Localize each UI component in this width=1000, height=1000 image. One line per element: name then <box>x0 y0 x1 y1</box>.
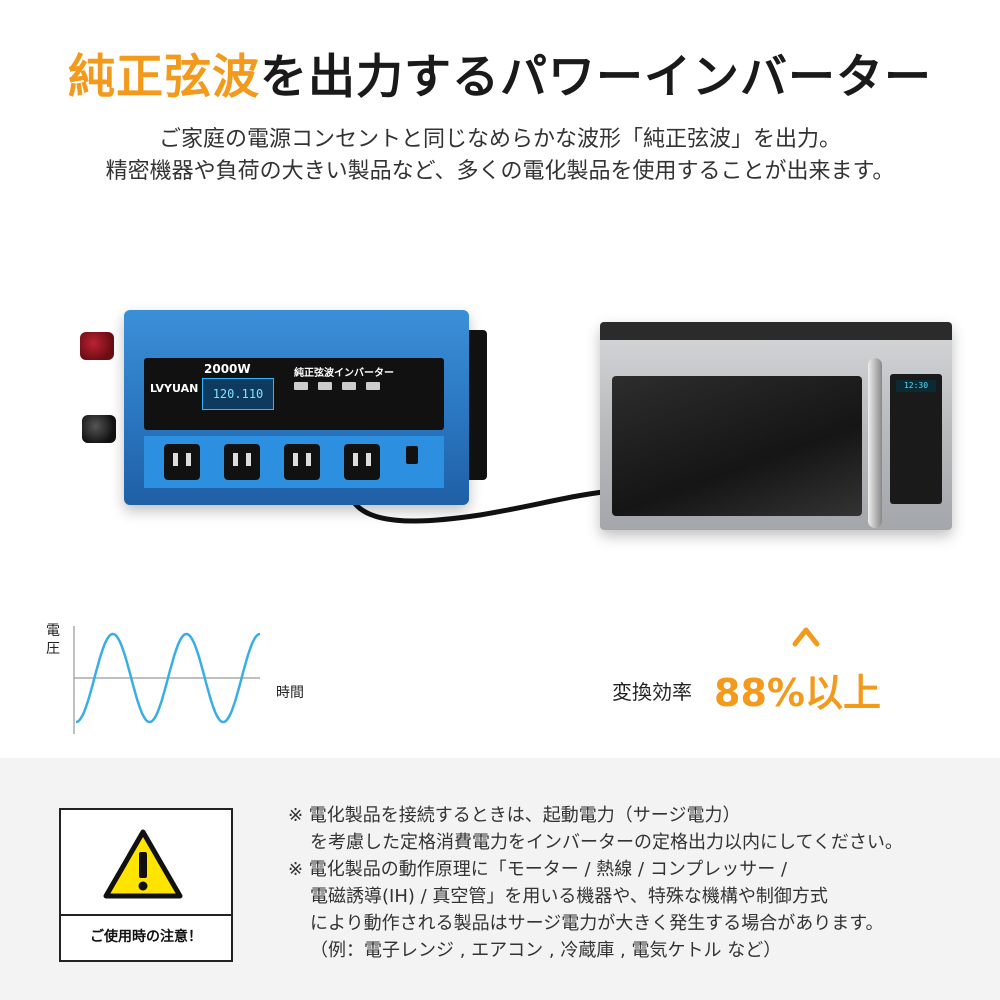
efficiency-label: 変換効率 <box>612 680 692 704</box>
notice-line: （例：電子レンジ , エアコン , 冷蔵庫 , 電気ケトル など） <box>310 940 782 961</box>
inverter-label: 純正弦波インバーター <box>294 368 394 379</box>
microwave-keypad <box>890 374 942 504</box>
inverter-wattage: 2000W <box>204 362 251 376</box>
ac-outlet-icon <box>164 444 200 480</box>
caret-up-icon <box>792 627 820 647</box>
notice-line: 電磁誘導(IH) / 真空管」を用いる機器や、特殊な機構や制御方式 <box>310 886 828 907</box>
efficiency-block: 変換効率 88%以上 <box>612 627 912 715</box>
ac-outlet-icon <box>344 444 380 480</box>
microwave: 12:30 <box>600 322 952 530</box>
notice-box: ご使用時の注意！ <box>59 808 233 962</box>
notice-divider <box>61 914 231 916</box>
usb-port-icon <box>342 382 356 390</box>
positive-terminal <box>80 332 114 360</box>
notice-line: により動作される製品はサージ電力が大きく発生する場合があります。 <box>310 913 884 934</box>
power-switch-icon <box>406 446 418 464</box>
usb-port-icon <box>318 382 332 390</box>
notice-line: ※ 電化製品の動作原理に「モーター / 熱線 / コンプレッサー / <box>288 859 788 880</box>
page-title: 純正弦波を出力するパワーインバーター <box>0 38 1000 107</box>
efficiency-value: 88%以上 <box>714 671 881 715</box>
sine-wave-graphic <box>73 626 261 734</box>
notice-line: を考慮した定格消費電力をインバーターの定格出力以内にしてください。 <box>310 832 903 853</box>
notice-line: ※ 電化製品を接続するときは、起動電力（サージ電力） <box>288 805 741 826</box>
sine-wave-chart: 電圧 時間 <box>40 622 340 742</box>
cooling-fins <box>469 330 487 480</box>
microwave-window <box>612 376 862 516</box>
inverter: LVYUAN 2000W 120.110 純正弦波インバーター <box>124 310 487 505</box>
title-rest: を出力するパワーインバーター <box>260 50 932 105</box>
time-axis-label: 時間 <box>276 685 304 701</box>
microwave-handle <box>868 358 882 528</box>
subtitle-line-1: ご家庭の電源コンセントと同じなめらかな波形「純正弦波」を出力。 <box>158 127 841 152</box>
microwave-display: 12:30 <box>896 380 936 392</box>
subtitle-line-2: 精密機器や負荷の大きい製品など、多くの電化製品を使用することが出来ます。 <box>105 159 895 184</box>
inverter-panel: LVYUAN 2000W 120.110 純正弦波インバーター <box>144 358 444 430</box>
negative-terminal <box>82 415 116 443</box>
warning-icon <box>103 829 183 899</box>
outlet-strip <box>144 436 444 488</box>
usb-port-icon <box>366 382 380 390</box>
inverter-brand: LVYUAN <box>150 382 199 395</box>
ac-outlet-icon <box>284 444 320 480</box>
subtitle: ご家庭の電源コンセントと同じなめらかな波形「純正弦波」を出力。 精密機器や負荷の… <box>0 124 1000 188</box>
notice-text: ※ 電化製品を接続するときは、起動電力（サージ電力） を考慮した定格消費電力をイ… <box>288 802 988 964</box>
product-illustration: LVYUAN 2000W 120.110 純正弦波インバーター 12:30 <box>60 290 960 550</box>
inverter-display: 120.110 <box>202 378 274 410</box>
microwave-top <box>600 322 952 340</box>
ac-outlet-icon <box>224 444 260 480</box>
usb-port-icon <box>294 382 308 390</box>
notice-caption: ご使用時の注意！ <box>90 929 202 945</box>
title-highlight: 純正弦波 <box>68 50 260 105</box>
voltage-axis-label: 電圧 <box>46 623 60 657</box>
